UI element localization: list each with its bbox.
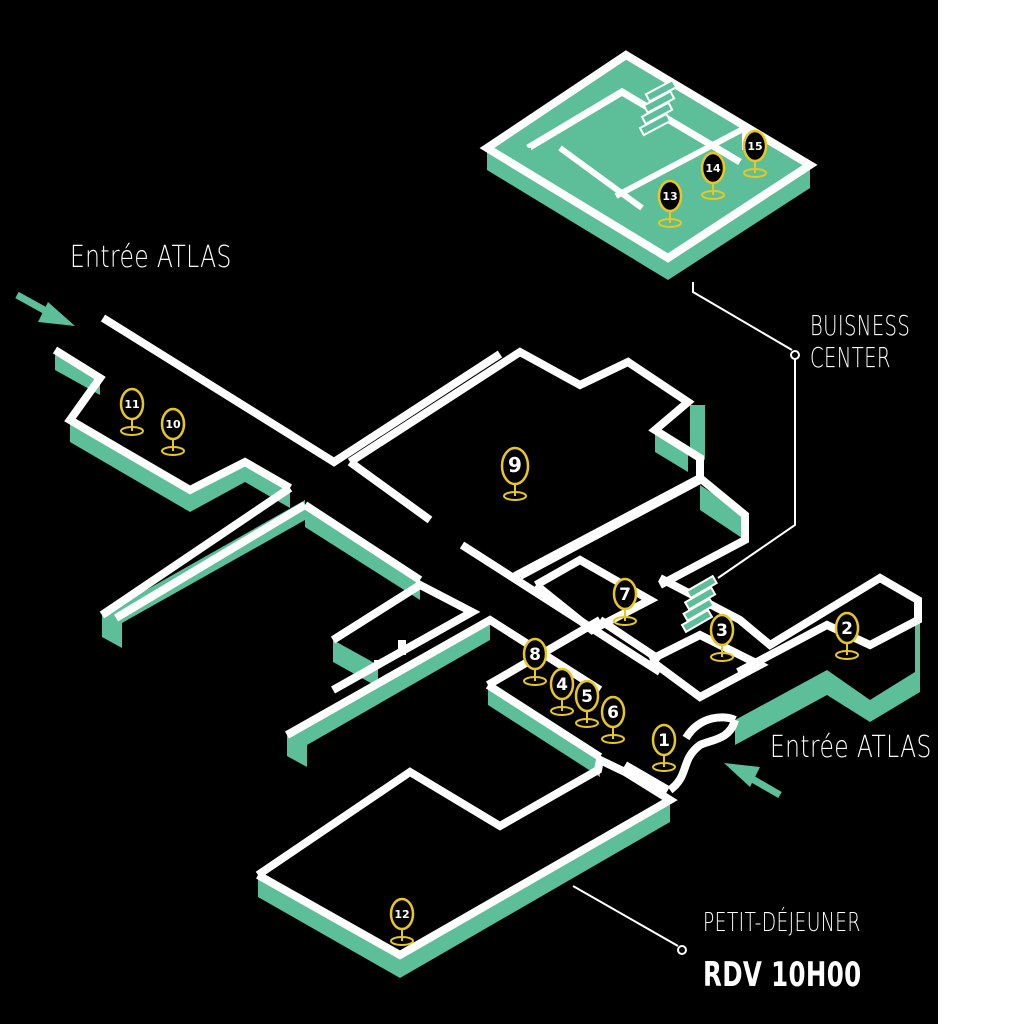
arrow-icon (15, 291, 75, 326)
location-pin-icon: 9 (500, 446, 530, 501)
pin-number-1: 1 (658, 731, 670, 751)
pin-number-6: 6 (607, 703, 619, 723)
location-pin-icon: 15 (742, 129, 768, 178)
pin-number-4: 4 (556, 675, 568, 695)
location-pin-icon: 2 (834, 611, 860, 660)
pin-number-12: 12 (394, 908, 409, 921)
arrow-icon (724, 763, 782, 799)
leader-lines (572, 282, 800, 955)
location-pin-icon: 7 (612, 577, 638, 626)
petit-dejeuner-label: PETIT-DÉJEUNER (703, 908, 861, 938)
pin-number-7: 7 (619, 585, 631, 605)
location-pin-icon: 1 (651, 723, 677, 772)
location-pin-icon: 13 (657, 179, 683, 228)
pin-number-14: 14 (705, 162, 721, 175)
entree-atlas-label-right: Entrée ATLAS (770, 730, 932, 765)
location-pin-icon: 5 (574, 679, 600, 728)
entree-atlas-label-top: Entrée ATLAS (70, 240, 232, 275)
pin-number-11: 11 (124, 398, 139, 411)
pin-number-15: 15 (747, 140, 762, 153)
pin-number-5: 5 (581, 687, 593, 707)
location-pin-icon: 10 (160, 407, 186, 456)
rdv-time-label: RDV 10H00 (703, 955, 862, 995)
location-pin-icon: 8 (522, 637, 548, 686)
location-pin-icon: 4 (549, 667, 575, 716)
pin-number-10: 10 (165, 418, 181, 431)
pin-number-3: 3 (716, 621, 728, 641)
main-floor-walls (52, 314, 922, 960)
location-pin-icon: 12 (389, 897, 415, 946)
business-center-label: BUISNESS CENTER (810, 309, 911, 374)
pin-number-13: 13 (662, 190, 677, 203)
pin-number-9: 9 (508, 453, 522, 477)
main-floor-wall-sides (55, 350, 920, 978)
location-pin-icon: 11 (119, 387, 145, 436)
location-pin-icon: 6 (600, 695, 626, 744)
pin-number-8: 8 (529, 645, 541, 665)
pin-number-2: 2 (841, 619, 853, 639)
location-pin-icon: 3 (709, 613, 735, 662)
location-pin-icon: 14 (700, 151, 726, 200)
business-center-floor (479, 50, 818, 280)
